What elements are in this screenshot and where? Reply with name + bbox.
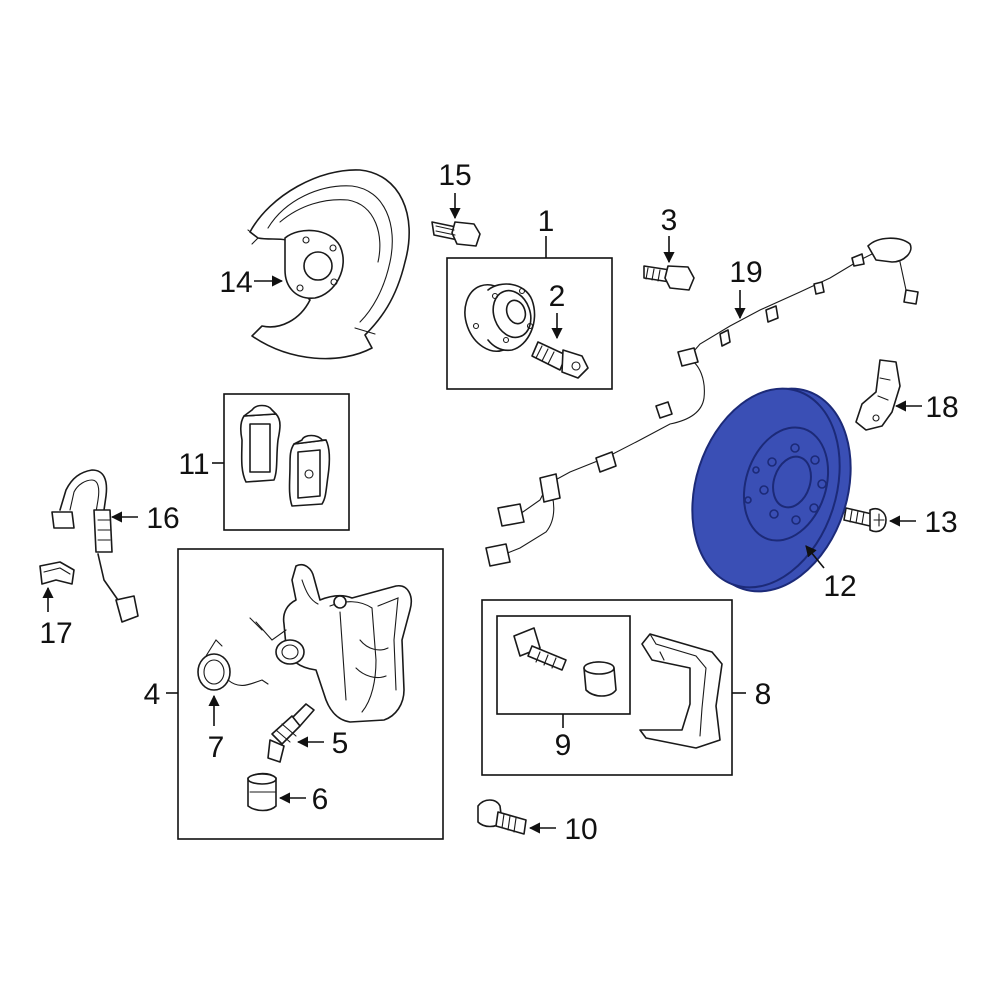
callout-19: 19 — [729, 256, 762, 289]
rotor-center-bore — [772, 455, 812, 509]
callout-labels: 1 2 3 4 5 6 7 8 9 10 11 12 13 14 15 16 1… — [39, 159, 958, 846]
callout-9: 9 — [555, 729, 572, 762]
callout-11: 11 — [178, 448, 209, 481]
callout-18: 18 — [925, 391, 958, 424]
hub-bolt — [531, 341, 589, 379]
bolt-3 — [643, 265, 695, 291]
callout-7: 7 — [208, 731, 225, 764]
callout-1: 1 — [538, 205, 555, 238]
callout-6: 6 — [312, 783, 329, 816]
callout-10: 10 — [564, 813, 597, 846]
callout-15: 15 — [438, 159, 471, 192]
callout-13: 13 — [924, 506, 957, 539]
callout-16: 16 — [146, 502, 179, 535]
guide-pin-boot — [583, 661, 617, 697]
rotor-screw — [843, 507, 887, 533]
brake-caliper — [249, 563, 412, 723]
brake-pads — [239, 404, 331, 507]
shield-bolt — [431, 221, 481, 247]
brake-rotor — [691, 387, 852, 593]
caliper-spring — [197, 639, 269, 691]
callout-2: 2 — [549, 280, 566, 313]
leader-lines — [42, 193, 922, 834]
callout-14: 14 — [219, 266, 252, 299]
callout-8: 8 — [755, 678, 772, 711]
dust-shield — [247, 169, 410, 360]
wheel-hub — [464, 283, 536, 352]
abs-sensor-wire — [485, 237, 919, 567]
bracket-bolt — [477, 799, 527, 835]
callout-17: 17 — [39, 617, 72, 650]
bleeder-cap — [247, 772, 277, 812]
callout-4: 4 — [144, 678, 161, 711]
guide-pin — [513, 627, 567, 671]
callout-5: 5 — [332, 727, 349, 760]
brake-hose — [51, 469, 139, 623]
abs-sensor — [855, 359, 901, 431]
caliper-bracket — [639, 633, 723, 749]
callout-3: 3 — [661, 204, 678, 237]
hose-clip — [39, 561, 75, 585]
bleeder-screw — [267, 703, 315, 763]
callout-12: 12 — [823, 570, 856, 603]
